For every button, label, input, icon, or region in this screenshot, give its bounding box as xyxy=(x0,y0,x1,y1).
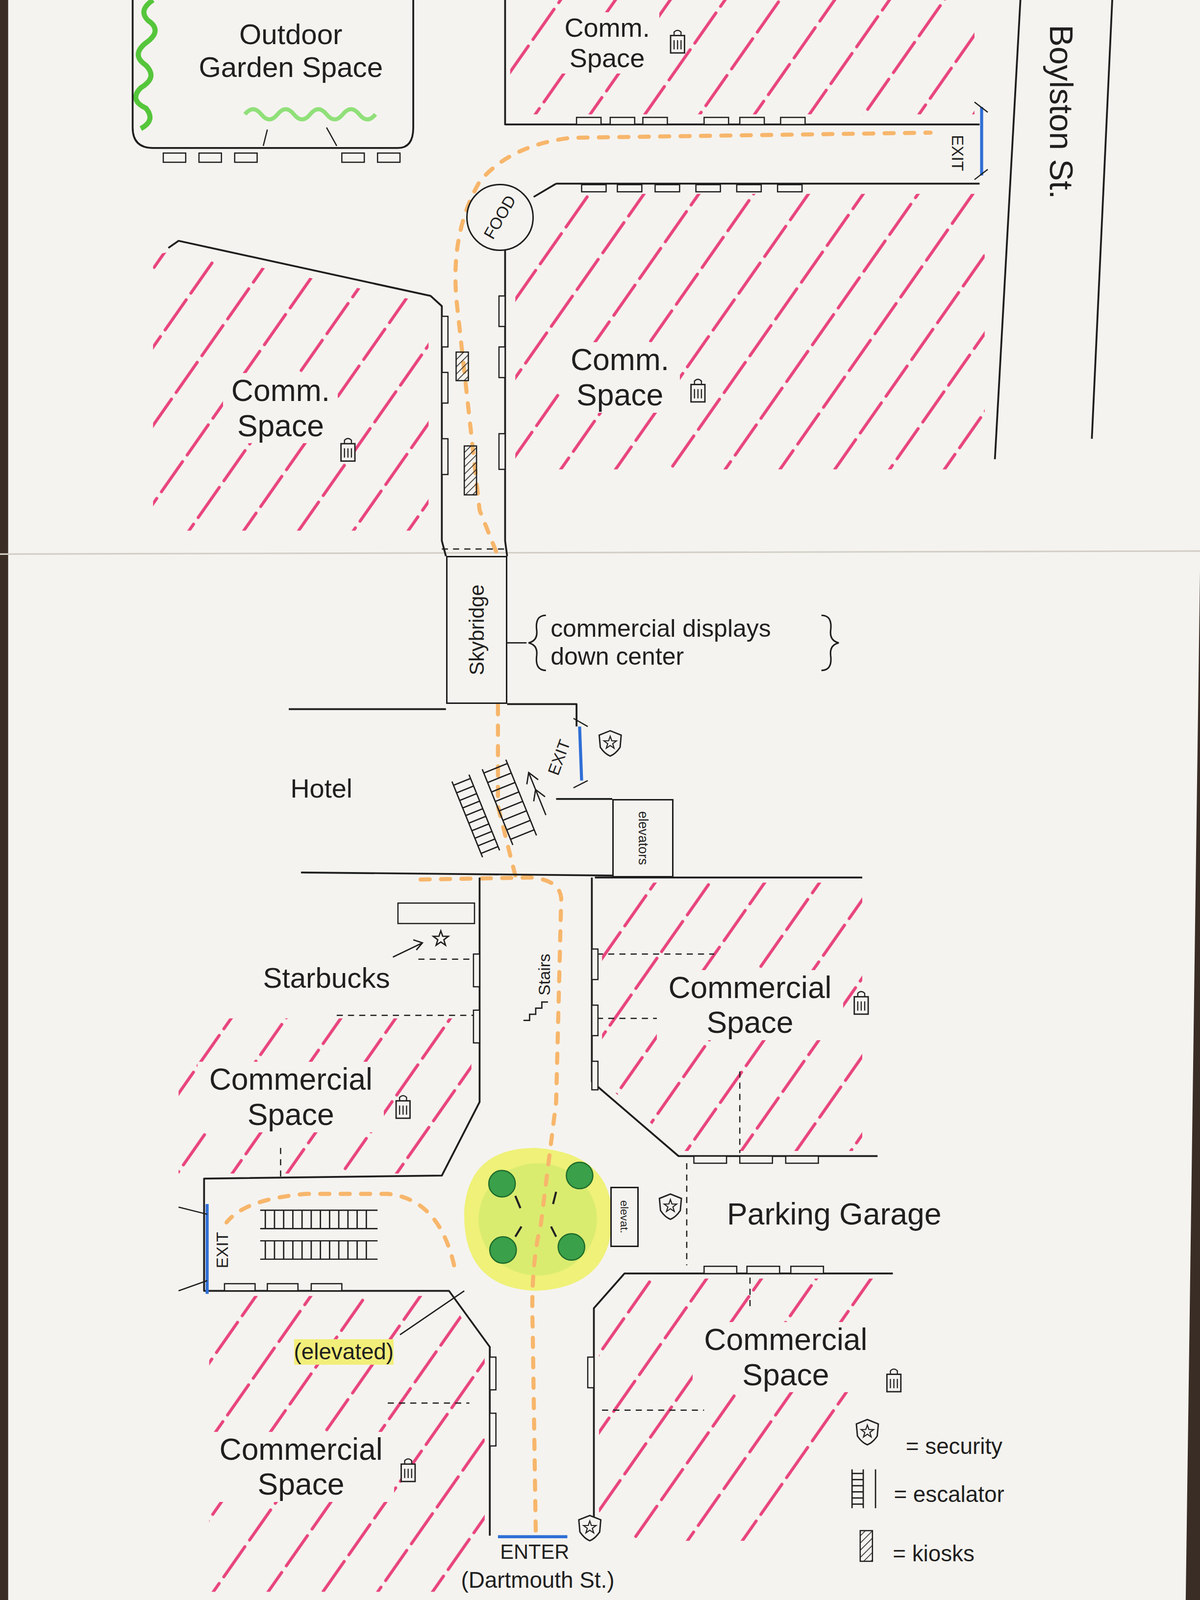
street-name-anchor: (Dartmouth St.) xyxy=(461,1567,615,1594)
shop-icon xyxy=(396,1095,410,1119)
walls xyxy=(132,0,1113,1536)
legend-item: = escalator xyxy=(893,1481,1004,1508)
kiosks xyxy=(163,117,824,1446)
node-text: Commercial Space xyxy=(197,1061,384,1133)
shop-icon xyxy=(400,1458,415,1482)
shop-icon xyxy=(691,379,705,402)
exit-doors xyxy=(207,107,982,1537)
street-name: (Dartmouth St.) xyxy=(461,1567,615,1594)
tree xyxy=(489,1236,517,1264)
node-text: Hotel xyxy=(290,773,353,804)
plaza-fill xyxy=(464,1148,613,1291)
node-text: elevators xyxy=(635,811,651,866)
exit-label-anchor: EXIT xyxy=(541,748,578,767)
benches xyxy=(515,1191,556,1237)
garden-plants xyxy=(135,0,156,129)
commercial-space: Comm. Space xyxy=(550,1,664,84)
elevator-box: elevat. xyxy=(610,1186,639,1248)
parking-garage: Parking Garage xyxy=(699,1183,970,1246)
escalators xyxy=(451,751,558,858)
garden-doors xyxy=(263,127,337,146)
commercial-space: Commercial Space xyxy=(193,1050,388,1143)
stairs-symbol xyxy=(523,1001,549,1021)
street-name: Boylston St. xyxy=(1042,25,1081,200)
node-text: FOOD xyxy=(479,192,520,243)
legend-item: = kiosks xyxy=(892,1541,975,1568)
escalator-arrows xyxy=(523,770,552,818)
skybridge: Skybridge xyxy=(446,555,508,704)
door-marks xyxy=(178,101,988,1291)
node-text: Skybridge xyxy=(464,584,489,676)
hotel-area: Hotel xyxy=(275,765,368,812)
entrance-label: ENTER xyxy=(500,1540,570,1564)
commercial-space: Comm. Space xyxy=(555,331,684,424)
shop-label: Starbucks xyxy=(263,961,391,995)
leader-line xyxy=(400,1290,465,1335)
commercial-space: Commercial Space xyxy=(203,1418,399,1516)
exit-label: EXIT xyxy=(947,134,967,172)
shop-icon xyxy=(341,438,355,461)
escalator xyxy=(451,774,500,857)
legend-text: = security xyxy=(905,1433,1003,1460)
garden-space: Outdoor Garden Space xyxy=(188,1,393,100)
plaza-trees xyxy=(488,1162,593,1264)
exit-label: EXIT xyxy=(544,736,575,778)
shop-icon xyxy=(670,30,685,53)
legend-item: = security xyxy=(905,1433,1003,1460)
elevated-note: (elevated) xyxy=(294,1339,395,1366)
commercial-space: Commercial Space xyxy=(688,1311,883,1403)
exit-label-anchor: EXIT xyxy=(204,1240,241,1260)
node-text: Comm. Space xyxy=(223,373,338,444)
paper-fold xyxy=(0,550,1200,554)
node-text: Commercial Space xyxy=(207,1431,395,1503)
street-name-anchor: Boylston St. xyxy=(974,93,1149,131)
legend-escalator-symbol xyxy=(851,1469,876,1509)
node-text: elevat. xyxy=(618,1200,631,1234)
node-text: Comm. Space xyxy=(554,12,660,74)
commercial-space: Commercial Space xyxy=(652,959,848,1051)
legend-security-symbol xyxy=(856,1419,879,1446)
shop-icon xyxy=(854,991,869,1015)
security-symbol xyxy=(578,1515,601,1542)
node-text: Commercial Space xyxy=(656,970,844,1041)
elevator-box: elevators xyxy=(612,799,674,878)
node-text: Parking Garage xyxy=(726,1196,942,1232)
walking-route xyxy=(226,132,931,1531)
node-text: Comm. Space xyxy=(559,342,680,413)
escalators xyxy=(260,1210,378,1260)
security-symbol xyxy=(659,1194,682,1220)
shop-icon xyxy=(886,1369,901,1392)
stairs-label-anchor: Stairs xyxy=(524,965,566,984)
food-court: FOOD xyxy=(466,183,534,251)
star-mark xyxy=(433,930,449,946)
shop-label-anchor: Starbucks xyxy=(263,961,391,995)
commercial-space: Comm. Space xyxy=(219,351,342,465)
elevated-note-anchor: (elevated) xyxy=(294,1339,395,1366)
paper-edge xyxy=(1185,571,1200,1600)
legend-text: = escalator xyxy=(893,1481,1004,1508)
display-note: commercial displays down center xyxy=(550,614,791,672)
security-symbol xyxy=(599,730,622,757)
node-text: Outdoor Garden Space xyxy=(192,17,389,84)
commercial-hatching xyxy=(152,0,985,1592)
leader-arrow xyxy=(392,939,423,957)
exit-label-anchor: EXIT xyxy=(939,143,976,163)
exit-label: EXIT xyxy=(213,1231,232,1269)
legend-text: = kiosks xyxy=(892,1541,975,1568)
entrance-label-anchor: ENTER xyxy=(500,1540,570,1564)
paper-edge xyxy=(0,0,9,1600)
display-note-anchor: commercial displays down center xyxy=(550,614,791,672)
garden-plants xyxy=(245,109,376,120)
stairs-label: Stairs xyxy=(535,953,554,996)
tree xyxy=(566,1162,593,1189)
node-text: Commercial Space xyxy=(692,1322,879,1393)
tree xyxy=(558,1233,585,1261)
tree xyxy=(488,1170,516,1198)
